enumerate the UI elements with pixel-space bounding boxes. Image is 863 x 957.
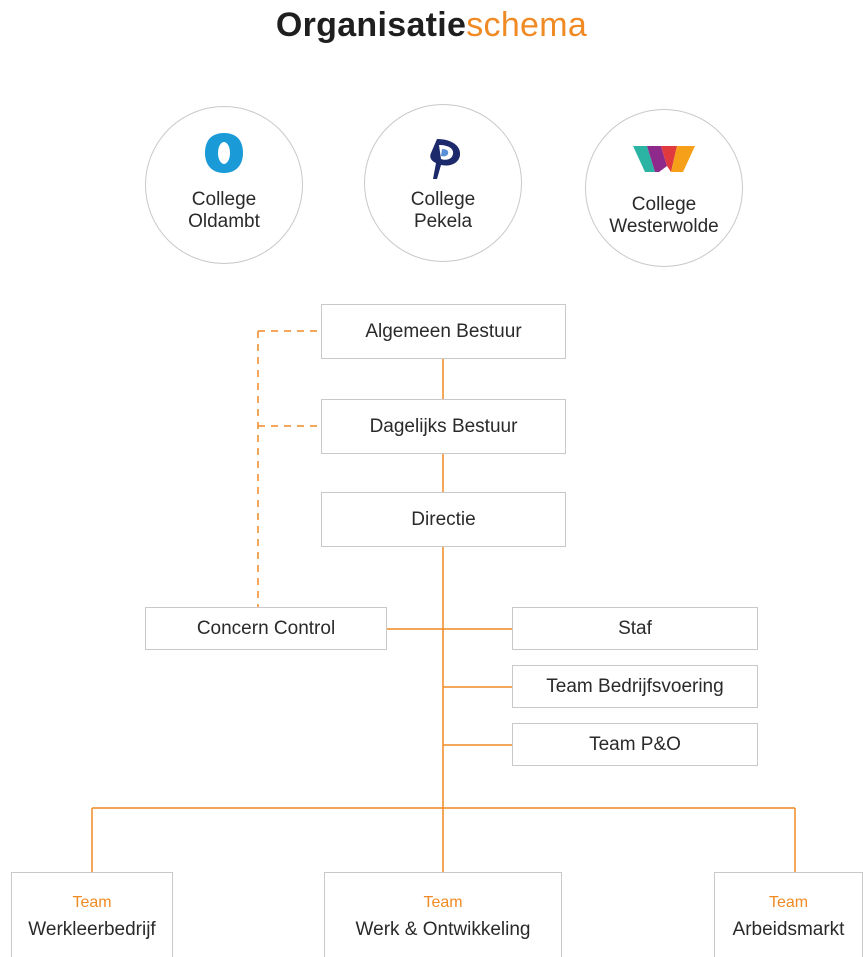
algemeen-bestuur-box: Algemeen Bestuur [321,304,566,359]
staf-box: Staf [512,607,758,650]
college-pekela-line2: Pekela [413,211,473,232]
team-werk-ontwikkeling-prefix: Team [423,894,463,911]
team-bedrijfsvoering-box: Team Bedrijfsvoering [512,665,758,708]
oldambt-logo-icon [146,131,302,175]
team-po-box: Team P&O [512,723,758,766]
college-westerwolde-line1: College [631,194,697,215]
dagelijks-bestuur-box: Dagelijks Bestuur [321,399,566,454]
title-light: schema [466,6,588,44]
team-werkleerbedrijf: Team Werkleerbedrijf [11,872,173,957]
team-arbeidsmarkt-label: Arbeidsmarkt [732,919,845,940]
college-pekela-line1: College [410,189,476,210]
team-werkleerbedrijf-label: Werkleerbedrijf [28,919,156,940]
page-title: Organisatieschema [0,6,863,45]
title-bold: Organisatie [275,6,467,44]
college-oldambt: College Oldambt [145,106,303,264]
team-arbeidsmarkt: Team Arbeidsmarkt [714,872,863,957]
college-oldambt-line2: Oldambt [188,211,260,232]
westerwolde-logo-icon [586,142,742,176]
team-arbeidsmarkt-prefix: Team [768,894,809,911]
team-werk-ontwikkeling-label: Werk & Ontwikkeling [355,919,531,940]
directie-box: Directie [321,492,566,547]
team-werk-ontwikkeling: Team Werk & Ontwikkeling [324,872,562,957]
college-westerwolde: College Westerwolde [585,109,743,267]
college-pekela: College Pekela [364,104,522,262]
pekela-logo-icon [365,137,521,181]
college-oldambt-line1: College [191,189,257,210]
team-werkleerbedrijf-prefix: Team [72,894,112,911]
concern-control-box: Concern Control [145,607,387,650]
college-westerwolde-line2: Westerwolde [609,216,719,237]
